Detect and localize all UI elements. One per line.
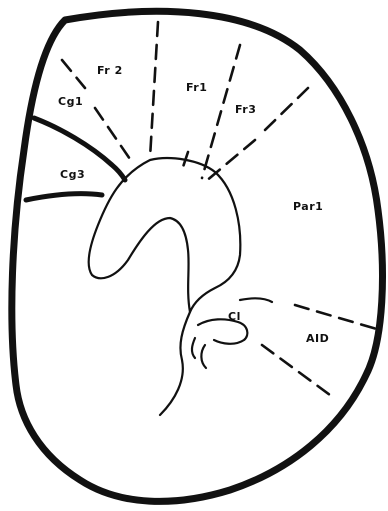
claustrum-stroke-b — [192, 338, 195, 358]
label-fr2: Fr 2 — [97, 64, 123, 77]
label-cg3: Cg3 — [60, 168, 85, 181]
label-fr1: Fr1 — [186, 81, 207, 94]
label-aid: AID — [306, 332, 329, 345]
boundary-fr2-fr1 — [150, 22, 158, 158]
ventricle-outline — [89, 158, 241, 312]
cg3-lower-boundary — [26, 194, 102, 200]
boundary-par1-aid — [295, 305, 380, 330]
label-fr3: Fr3 — [235, 103, 256, 116]
claustrum-stroke-c — [201, 345, 206, 368]
label-par1: Par1 — [293, 200, 323, 213]
label-cl: Cl — [228, 310, 241, 323]
lower-medial-curve — [160, 312, 190, 415]
boundary-fr3-par1 — [265, 88, 308, 130]
claustrum-stroke-a — [240, 298, 272, 302]
boundary-aid-lower — [262, 345, 330, 395]
label-cg1: Cg1 — [58, 95, 83, 108]
boundary-fr3-par1-lower — [205, 140, 255, 182]
boundary-fr2-edge — [62, 60, 85, 88]
